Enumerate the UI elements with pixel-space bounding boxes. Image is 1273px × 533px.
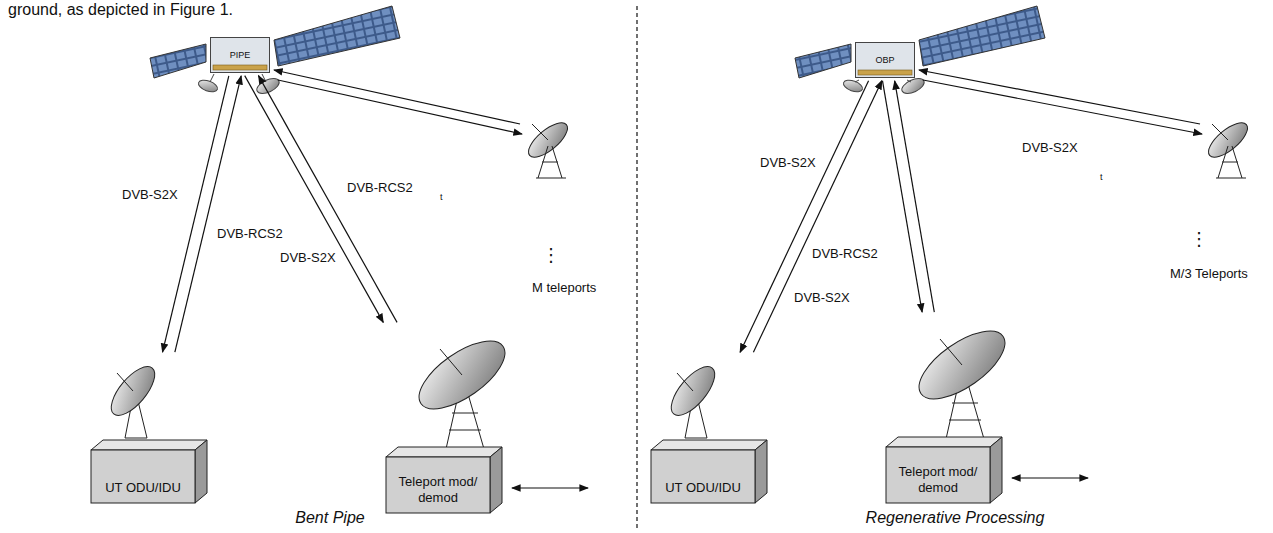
box-label: UT ODU/IDU	[105, 480, 181, 496]
annotation: ⋮	[540, 244, 562, 266]
link-label: DVB-RCS2	[810, 246, 880, 262]
link-arrow	[883, 81, 923, 312]
user-terminal: UT ODU/IDU	[645, 355, 775, 505]
dish-antenna	[104, 360, 162, 438]
equipment-box	[91, 440, 207, 503]
box-label: UT ODU/IDU	[665, 480, 741, 496]
link-arrow	[753, 81, 881, 353]
teleport-station: Teleport mod/ demod	[380, 325, 510, 515]
link-arrow	[245, 76, 384, 323]
link-label: DVB-S2X	[1020, 140, 1080, 156]
satellite-label: OBP	[875, 52, 894, 68]
annotation: t	[438, 192, 445, 203]
feeder-arrows	[274, 70, 1202, 134]
satellite-illustration	[795, 6, 1045, 97]
link-label: DVB-RCS2	[345, 180, 415, 196]
user-terminal: UT ODU/IDU	[85, 355, 215, 505]
link-label: DVB-S2X	[792, 290, 852, 306]
satellite-label: PIPE	[230, 47, 251, 63]
link-arrow	[895, 81, 935, 312]
satellite-body: PIPE	[210, 37, 270, 73]
body-text: ground, as depicted in Figure 1.	[6, 0, 235, 19]
satellite-box	[211, 38, 270, 73]
box-label: Teleport mod/ demod	[888, 464, 988, 496]
figure-caption: Regenerative Processing	[864, 508, 1047, 527]
teleport-station: Teleport mod/ demod	[880, 315, 1010, 505]
divider-line	[636, 6, 637, 528]
link-label: DVB-S2X	[758, 155, 818, 171]
satellite-bus	[858, 70, 912, 75]
link-arrow	[163, 76, 229, 352]
link-label: DVB-S2X	[278, 250, 338, 266]
annotation: M/3 Teleports	[1168, 266, 1250, 282]
dish-antenna	[408, 328, 515, 449]
dish-antenna	[908, 318, 1015, 439]
link-label: DVB-RCS2	[215, 226, 285, 242]
annotation: M teleports	[530, 280, 598, 296]
equipment-box	[386, 447, 502, 513]
dish-antenna	[664, 360, 722, 438]
satellite-illustration	[150, 6, 400, 97]
dish-antenna	[523, 117, 573, 178]
satellite-body: OBP	[855, 42, 915, 78]
link-label: DVB-S2X	[120, 187, 180, 203]
link-arrow	[740, 81, 868, 353]
box-label: Teleport mod/ demod	[388, 474, 488, 506]
link-arrow	[175, 76, 241, 352]
satellite-bus	[213, 65, 267, 70]
annotation: t	[1098, 172, 1105, 183]
equipment-box	[651, 440, 767, 503]
equipment-box	[886, 437, 1002, 503]
annotation: ⋮	[1188, 228, 1210, 250]
dish-antenna	[1203, 117, 1253, 178]
link-arrow	[258, 76, 397, 323]
figure-caption: Bent Pipe	[293, 508, 366, 527]
satellite-box	[856, 43, 915, 78]
